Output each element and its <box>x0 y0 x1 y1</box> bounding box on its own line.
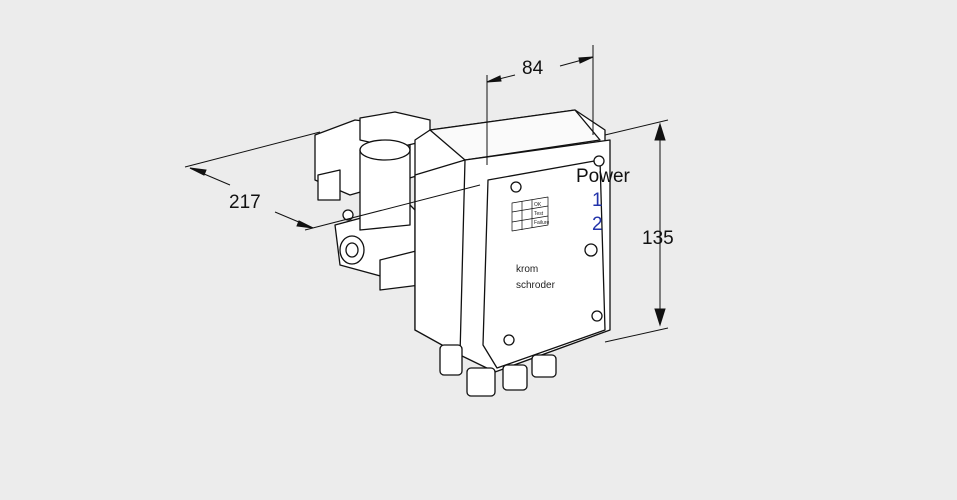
status-test-label: Test <box>534 211 544 217</box>
dimension-width: 84 <box>522 58 544 79</box>
power-channel-2: 2 <box>592 214 603 235</box>
status-failure-label: Failure <box>534 220 550 226</box>
svg-text:schroder: schroder <box>516 280 556 291</box>
status-ok-label: OK <box>534 202 542 208</box>
dimension-height: 135 <box>642 228 674 249</box>
controller-housing <box>414 109 611 373</box>
status-table <box>511 196 549 232</box>
valve-body <box>314 111 431 291</box>
cable-glands <box>439 344 557 397</box>
power-label: Power <box>576 166 631 187</box>
dimension-depth: 217 <box>229 192 261 213</box>
svg-text:krom: krom <box>516 264 538 275</box>
power-channel-1: 1 <box>592 190 603 211</box>
brand-logo: krom schroder <box>516 264 556 291</box>
dimension-lines <box>184 45 669 343</box>
